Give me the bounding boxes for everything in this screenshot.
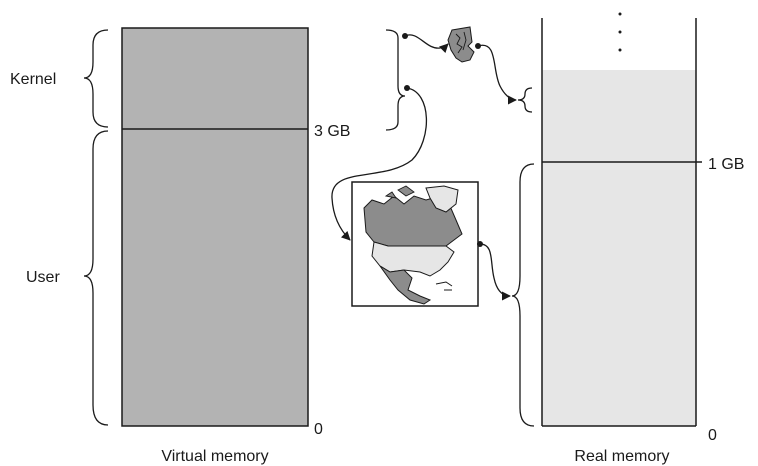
virtual-memory-bar [121,27,309,427]
map-to-real-kernel-arrow [477,44,517,105]
virtual-zero-label: 0 [314,421,323,438]
map-to-real-user-arrow [479,243,511,301]
large-map-arrow-origin-dot [477,241,483,247]
rhode-island-map-icon [447,26,475,63]
real-memory-bar [542,70,696,426]
north-america-map-icon [351,181,479,307]
virtual-memory-caption: Virtual memory [161,448,268,465]
real-1gb-label: 1 GB [708,156,744,173]
user-to-map-arrow [331,87,428,241]
kernel-label: Kernel [10,71,56,88]
real-user-target-brace [511,163,535,427]
real-memory-caption: Real memory [574,448,669,465]
real-zero-label: 0 [708,427,717,444]
kernel-arrow-origin-dot [402,33,408,39]
kernel-to-map-arrow [404,34,449,54]
continuation-dots [618,12,622,52]
real-memory-unused-region [542,18,696,70]
kernel-brace [83,29,109,128]
user-brace [83,130,109,426]
user-arrow-origin-dot [404,85,410,91]
kernel-mapping-brace [385,29,406,131]
virtual-3gb-label: 3 GB [314,123,350,140]
user-label: User [26,269,60,286]
real-kernel-target-brace [517,87,533,113]
small-map-arrow-origin-dot [475,43,481,49]
